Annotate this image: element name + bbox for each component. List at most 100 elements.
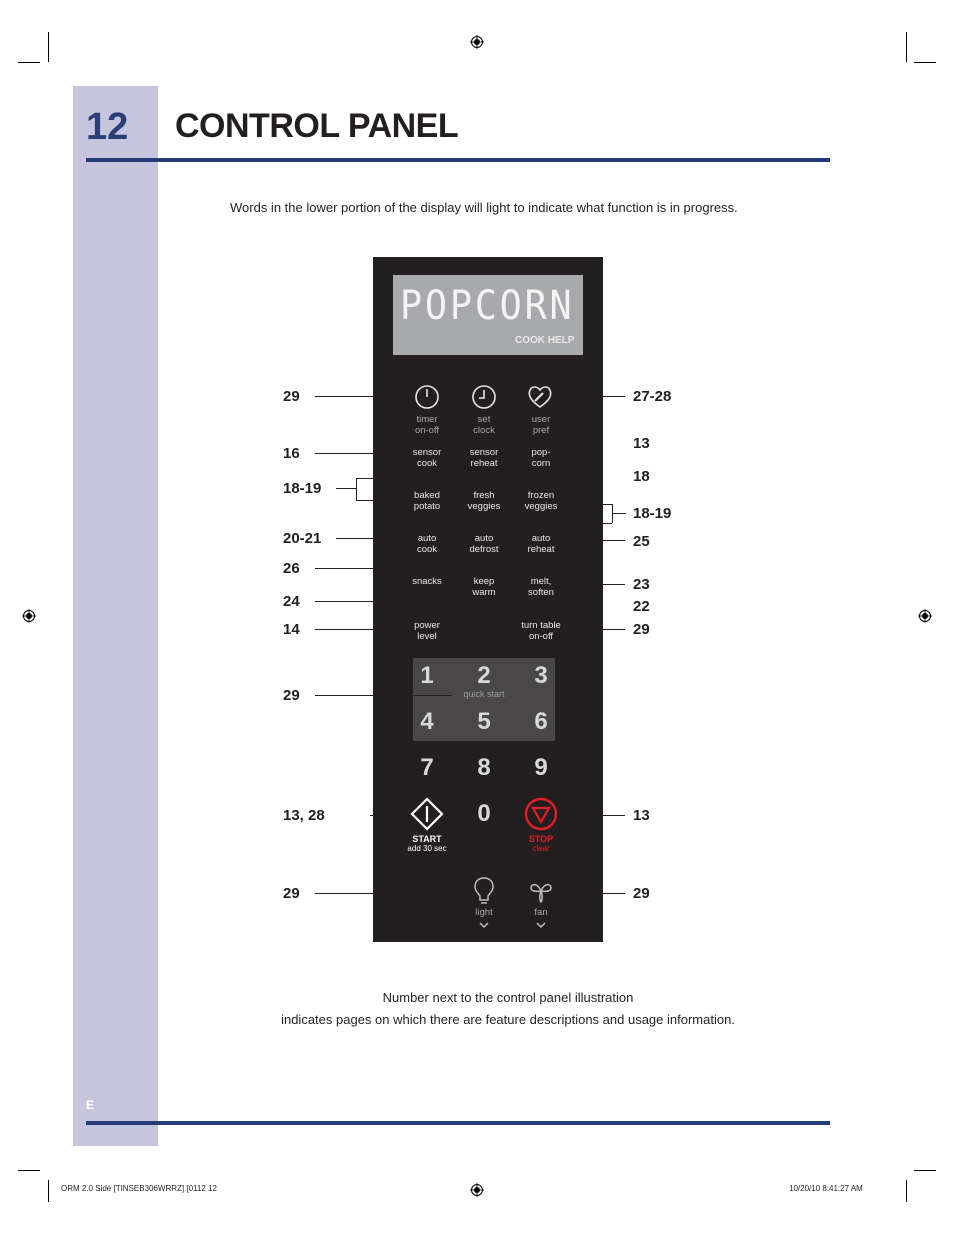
auto-reheat-key[interactable]: auto reheat — [527, 533, 555, 555]
fan-icon — [530, 883, 552, 904]
sensor-cook-key[interactable]: sensor cook — [412, 447, 442, 469]
callout-timer: 29 — [283, 388, 300, 405]
leader-line — [356, 478, 406, 479]
turntable-key[interactable]: turn table on-off — [521, 620, 561, 642]
user-pref-key[interactable]: user pref — [531, 414, 551, 436]
digit-7-key[interactable]: 7 — [420, 754, 434, 781]
leader-line — [540, 470, 541, 476]
callout-keep-warm: 22 — [633, 598, 650, 615]
footer-rule — [86, 1121, 830, 1125]
leader-line — [356, 500, 406, 501]
callout-start: 13, 28 — [283, 807, 325, 824]
sensor-reheat-key[interactable]: sensor reheat — [469, 447, 499, 469]
stop-icon[interactable] — [524, 797, 558, 831]
start-sublabel: add 30 sec — [407, 844, 447, 853]
registration-mark-icon — [470, 1183, 484, 1197]
stop-label[interactable]: STOP — [528, 834, 554, 844]
leader-line — [540, 476, 601, 477]
callout-melt: 23 — [633, 576, 650, 593]
crop-mark — [48, 32, 49, 62]
popcorn-key[interactable]: pop- corn — [531, 447, 551, 469]
leader-line — [483, 443, 601, 444]
leader-line — [572, 396, 625, 397]
callout-auto-reheat: 25 — [633, 533, 650, 550]
print-slug-right: 10/20/10 8:41:27 AM — [789, 1184, 863, 1193]
leader-line — [483, 610, 601, 611]
light-key[interactable]: light — [475, 907, 493, 918]
keep-warm-key[interactable]: keep warm — [472, 576, 496, 598]
fan-key[interactable]: fan — [534, 907, 548, 918]
page-number: 12 — [86, 106, 129, 148]
crop-mark — [914, 1170, 936, 1171]
leader-line — [483, 434, 484, 443]
digit-6-key[interactable]: 6 — [534, 708, 548, 735]
callout-left-group: 18-19 — [283, 480, 322, 497]
quick-start-label: quick start — [463, 689, 505, 699]
fresh-veggies-key[interactable]: fresh veggies — [467, 490, 501, 512]
digit-4-key[interactable]: 4 — [420, 708, 434, 735]
start-label[interactable]: START — [412, 834, 442, 844]
control-panel — [373, 257, 603, 942]
timer-icon — [415, 385, 439, 409]
leader-line — [497, 523, 612, 524]
chevron-down-icon — [536, 922, 546, 929]
digit-1-key[interactable]: 1 — [420, 662, 434, 689]
auto-defrost-key[interactable]: auto defrost — [469, 533, 499, 555]
callout-clock: 13 — [633, 435, 650, 452]
leader-line — [370, 815, 406, 816]
footnote-line-1: Number next to the control panel illustr… — [382, 990, 634, 1005]
leader-line — [565, 504, 612, 505]
user-pref-icon — [528, 386, 552, 408]
callout-auto-cook: 20-21 — [283, 530, 322, 547]
callout-popcorn: 18 — [633, 468, 650, 485]
callout-stop: 13 — [633, 807, 650, 824]
callout-sensor-cook: 16 — [283, 445, 300, 462]
set-clock-key[interactable]: set clock — [473, 414, 495, 436]
leader-line — [315, 396, 405, 397]
digit-0-key[interactable]: 0 — [477, 800, 491, 827]
crop-mark — [48, 1180, 49, 1202]
digit-9-key[interactable]: 9 — [534, 754, 548, 781]
auto-cook-key[interactable]: auto cook — [416, 533, 438, 555]
leader-line — [315, 893, 463, 894]
digit-3-key[interactable]: 3 — [534, 662, 548, 689]
leader-line — [315, 629, 405, 630]
crop-mark — [906, 32, 907, 62]
leader-line — [483, 556, 484, 568]
power-level-key[interactable]: power level — [414, 620, 440, 642]
chevron-down-icon — [479, 922, 489, 929]
crop-mark — [18, 1170, 40, 1171]
callout-right-group: 18-19 — [633, 505, 672, 522]
light-bulb-icon — [474, 877, 494, 904]
callout-light: 29 — [283, 885, 300, 902]
leader-line — [336, 488, 356, 489]
leader-line — [315, 695, 452, 696]
callout-snacks: 24 — [283, 593, 300, 610]
callout-auto-defrost: 26 — [283, 560, 300, 577]
crop-mark — [914, 62, 936, 63]
stop-sublabel: clear — [532, 844, 550, 853]
frozen-veggies-key[interactable]: frozen veggies — [524, 490, 558, 512]
side-tab — [73, 86, 158, 1146]
lcd-display — [393, 275, 583, 355]
leader-line — [427, 591, 428, 601]
registration-mark-icon — [918, 609, 932, 623]
leader-line — [315, 568, 483, 569]
snacks-key[interactable]: snacks — [412, 576, 442, 587]
timer-key[interactable]: timer on-off — [414, 414, 440, 436]
leader-line — [315, 453, 405, 454]
footnote-line-2: indicates pages on which there are featu… — [281, 1012, 735, 1027]
crop-mark — [18, 62, 40, 63]
crop-mark — [906, 1180, 907, 1202]
digit-5-key[interactable]: 5 — [477, 708, 491, 735]
melt-soften-key[interactable]: melt, soften — [528, 576, 554, 598]
lcd-text: POPCORN — [400, 283, 575, 329]
leader-line — [336, 538, 406, 539]
start-icon[interactable] — [410, 797, 444, 831]
page-title: CONTROL PANEL — [175, 107, 459, 145]
callout-user-pref: 27-28 — [633, 388, 672, 405]
callout-turntable: 29 — [633, 621, 650, 638]
baked-potato-key[interactable]: baked potato — [413, 490, 441, 512]
digit-2-key[interactable]: 2 — [477, 662, 491, 689]
digit-8-key[interactable]: 8 — [477, 754, 491, 781]
